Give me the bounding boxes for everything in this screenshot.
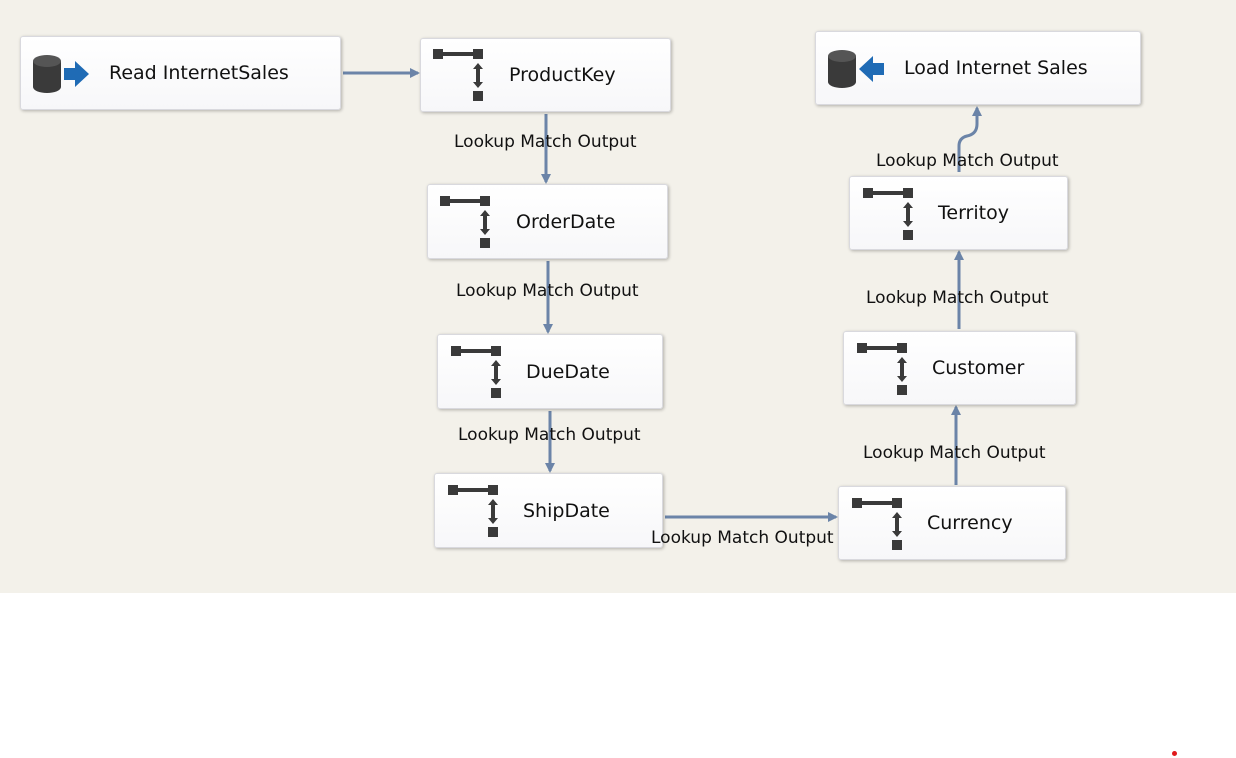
connector-label: Lookup Match Output (863, 443, 1046, 463)
node-label: Load Internet Sales (904, 57, 1088, 79)
lookup-node-orderdate[interactable]: OrderDate (427, 184, 668, 259)
design-surface[interactable]: Read InternetSales ProductKey OrderDate (0, 0, 1236, 593)
lookup-transform-icon (852, 498, 908, 556)
connector-label: Lookup Match Output (876, 151, 1059, 171)
lookup-transform-icon (448, 485, 504, 543)
node-label: Read InternetSales (109, 62, 289, 84)
lookup-transform-icon (440, 196, 496, 254)
lookup-node-shipdate[interactable]: ShipDate (434, 473, 663, 548)
lookup-transform-icon (863, 188, 919, 246)
lookup-transform-icon (451, 346, 507, 404)
connector-label: Lookup Match Output (456, 281, 639, 301)
connector-label: Lookup Match Output (458, 425, 641, 445)
red-dot-marker (1172, 751, 1177, 756)
lookup-node-currency[interactable]: Currency (838, 486, 1066, 560)
node-label: Currency (927, 512, 1013, 534)
lookup-node-customer[interactable]: Customer (843, 331, 1076, 405)
connector-territory-to-load (957, 106, 982, 172)
lookup-transform-icon (857, 343, 913, 401)
lookup-node-territory[interactable]: Territoy (849, 176, 1068, 250)
lookup-transform-icon (433, 49, 489, 107)
node-label: Customer (932, 357, 1025, 379)
connector-label: Lookup Match Output (651, 528, 834, 548)
node-label: ShipDate (523, 499, 610, 522)
node-label: DueDate (526, 360, 610, 383)
connector-label: Lookup Match Output (866, 288, 1049, 308)
destination-node-load-internet-sales[interactable]: Load Internet Sales (815, 31, 1141, 105)
lookup-node-duedate[interactable]: DueDate (437, 334, 663, 409)
connector-layer (343, 68, 982, 522)
database-source-icon (31, 53, 91, 99)
node-label: OrderDate (516, 210, 616, 233)
connector-label: Lookup Match Output (454, 132, 637, 152)
database-destination-icon (826, 48, 886, 94)
source-node-read-internet-sales[interactable]: Read InternetSales (20, 36, 341, 110)
lookup-node-productkey[interactable]: ProductKey (420, 38, 671, 112)
node-label: Territoy (938, 202, 1009, 224)
node-label: ProductKey (509, 64, 616, 86)
